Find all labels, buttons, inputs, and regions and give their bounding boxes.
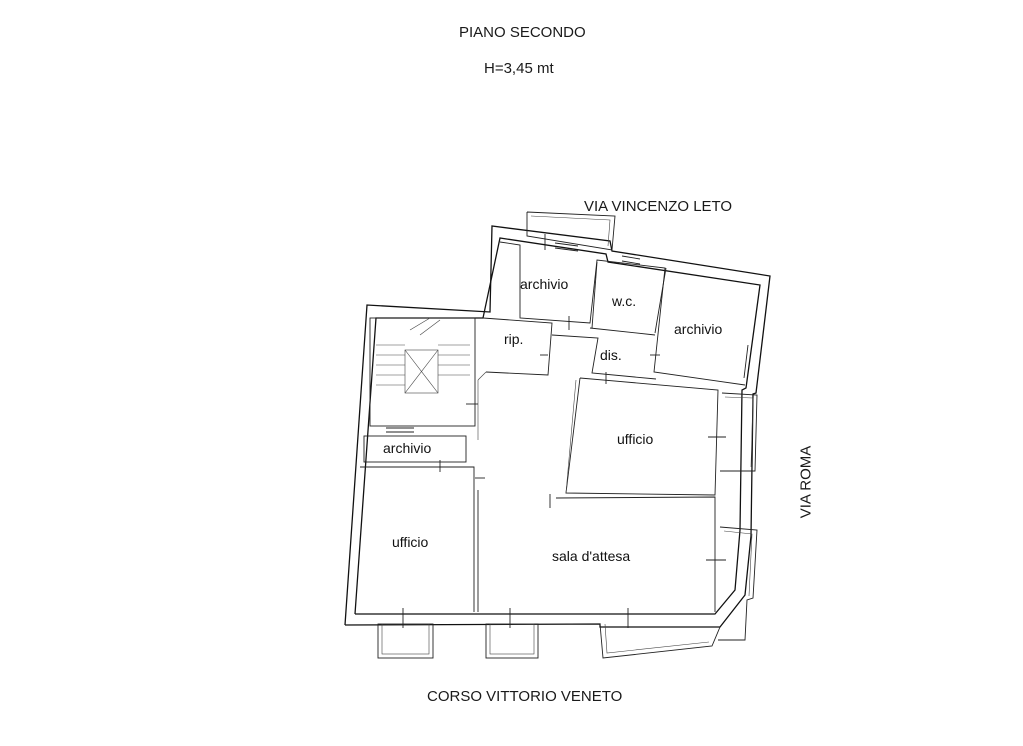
room-labels: archivio w.c. archivio rip. dis. ufficio…	[383, 276, 722, 564]
balcony-east-upper	[720, 392, 758, 472]
street-label-north: VIA VINCENZO LETO	[584, 198, 733, 215]
balcony-north	[526, 211, 616, 251]
room-label-rip: rip.	[504, 331, 523, 347]
room-label-wc: w.c.	[611, 293, 636, 309]
room-label-archivio-north-left: archivio	[520, 276, 568, 292]
room-label-ufficio-west: ufficio	[392, 534, 429, 550]
balcony-south-middle	[485, 623, 539, 659]
room-label-archivio-west: archivio	[383, 440, 431, 456]
room-label-dis: dis.	[600, 347, 622, 363]
balcony-east-lower	[718, 526, 758, 641]
balcony-south-left	[377, 623, 434, 659]
room-label-archivio-north-right: archivio	[674, 321, 722, 337]
street-label-south: CORSO VITTORIO VENETO	[427, 688, 623, 705]
balcony-south-right	[599, 623, 721, 659]
room-label-ufficio-east: ufficio	[617, 431, 654, 447]
plan-title: PIANO SECONDO	[459, 24, 586, 41]
room-label-sala-attesa: sala d'attesa	[552, 548, 630, 564]
ceiling-height: H=3,45 mt	[484, 60, 554, 77]
opening-marks	[386, 234, 749, 628]
